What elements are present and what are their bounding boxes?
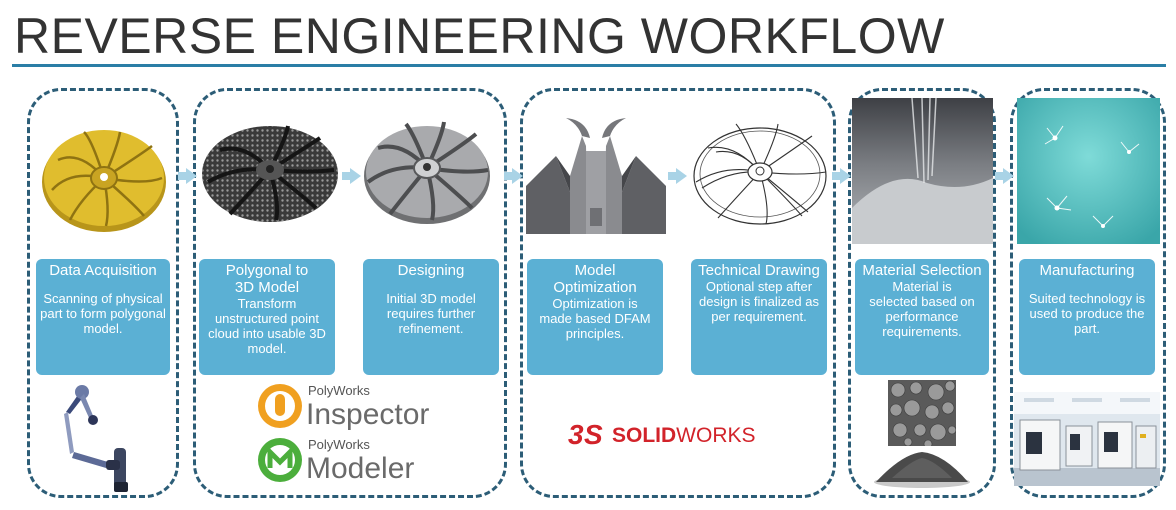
- step-box-designing: Designing Initial 3D model requires furt…: [363, 259, 499, 375]
- factory-machines-image: [1014, 392, 1160, 486]
- step-box-manufacturing: Manufacturing Suited technology is used …: [1019, 259, 1155, 375]
- inspector-name-text: Inspector: [306, 398, 429, 431]
- svg-text:3: 3: [568, 419, 584, 450]
- step-body: Optional step after design is finalized …: [699, 279, 819, 324]
- step-heading: Polygonal to 3D Model: [225, 262, 309, 296]
- arrow-6: [995, 168, 1014, 184]
- step-heading: Data Acquisition: [49, 262, 157, 279]
- mesh-impeller-image: [202, 125, 338, 222]
- arrow-5: [832, 168, 851, 184]
- scanner-arm-image: [64, 385, 128, 492]
- step-box-data-acquisition: Data Acquisition Scanning of physical pa…: [36, 259, 170, 375]
- step-box-polygonal: Polygonal to 3D Model Transform unstruct…: [199, 259, 335, 375]
- arrow-4: [668, 168, 687, 184]
- modeler-brand-text: PolyWorks: [308, 437, 370, 452]
- impeller-scan-image: [42, 130, 166, 232]
- solidworks-prefix: SOLID: [612, 424, 676, 447]
- title-underline: [12, 64, 1166, 67]
- arrow-2: [342, 168, 361, 184]
- step-box-technical-drawing: Technical Drawing Optional step after de…: [691, 259, 827, 375]
- laser-sintering-image: [1017, 98, 1160, 244]
- step-body: Optimization is made based DFAM principl…: [539, 296, 651, 341]
- step-body: Transform unstructured point cloud into …: [208, 296, 326, 356]
- solidworks-suffix: WORKS: [676, 424, 755, 447]
- step-box-material-selection: Material Selection Material is selected …: [855, 259, 989, 375]
- powder-micrograph-image: [888, 380, 956, 446]
- polyworks-inspector-logo: PolyWorks Inspector: [258, 383, 429, 431]
- step-heading: Designing: [397, 262, 465, 279]
- step-heading: Material Selection: [862, 262, 982, 279]
- arrow-1: [178, 168, 197, 184]
- metal-powder-image: [852, 98, 993, 244]
- step-body: Suited technology is used to produce the…: [1028, 291, 1146, 336]
- technical-drawing-image: [693, 123, 827, 225]
- solidworks-logo: 3 S SOLIDWORKS: [568, 419, 756, 450]
- group-material: [848, 88, 996, 498]
- svg-text:S: S: [584, 419, 603, 450]
- step-heading: Model Optimization: [553, 262, 637, 296]
- optimized-model-image: [526, 118, 666, 234]
- group-data-acquisition: [27, 88, 179, 498]
- svg-text:SOLIDWORKS: SOLIDWORKS: [612, 424, 756, 447]
- group-optimization: [520, 88, 836, 498]
- page-title: REVERSE ENGINEERING WORKFLOW: [14, 8, 945, 64]
- inspector-brand-text: PolyWorks: [308, 383, 370, 398]
- step-box-optimization: Model Optimization Optimization is made …: [527, 259, 663, 375]
- group-manufacturing: [1010, 88, 1166, 498]
- arrow-3: [504, 168, 523, 184]
- group-modeling: [193, 88, 507, 498]
- polyworks-modeler-logo: PolyWorks Modeler: [258, 437, 414, 485]
- step-heading: Manufacturing: [1039, 262, 1135, 279]
- step-heading: Technical Drawing: [698, 262, 820, 279]
- modeler-name-text: Modeler: [306, 452, 414, 485]
- step-body: Scanning of physical part to form polygo…: [40, 291, 166, 336]
- step-body: Material is selected based on performanc…: [869, 279, 975, 339]
- powder-pile-image: [874, 452, 970, 488]
- cad-impeller-image: [364, 121, 490, 224]
- step-body: Initial 3D model requires further refine…: [386, 291, 476, 336]
